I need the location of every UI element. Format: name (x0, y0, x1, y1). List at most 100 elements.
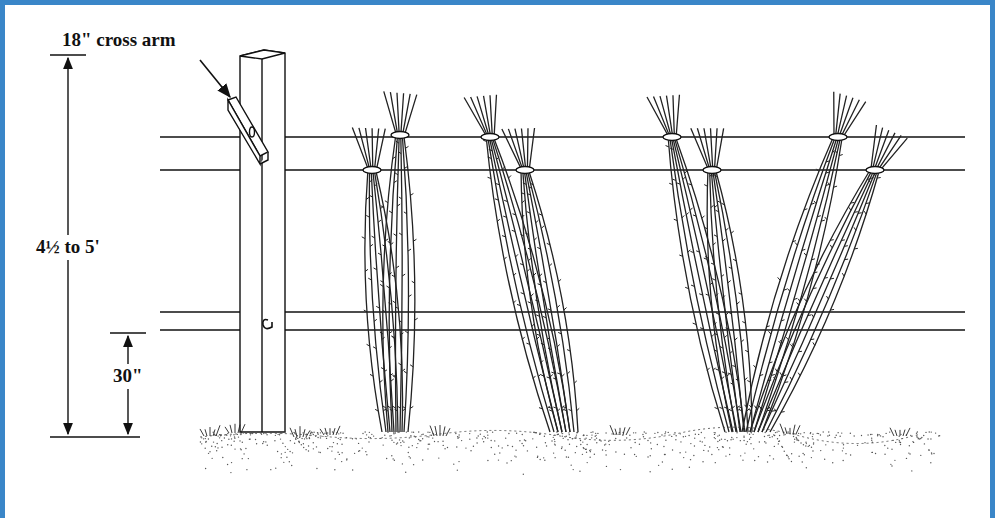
grass-blade (626, 427, 630, 435)
soil-dot (553, 437, 554, 438)
soil-dot (916, 435, 917, 436)
thorn (854, 211, 858, 213)
soil-dot (458, 434, 459, 435)
soil-dot (284, 452, 285, 453)
thorn (553, 378, 556, 379)
soil-dot (909, 445, 910, 446)
grass-blade (225, 427, 229, 433)
soil-dot (919, 438, 920, 439)
thorn (396, 266, 399, 268)
soil-dot (366, 454, 367, 455)
soil-dot (320, 452, 321, 453)
soil-dot (277, 434, 278, 435)
soil-dot (341, 452, 342, 453)
grass-blade (210, 427, 211, 436)
thorn (835, 150, 837, 153)
soil-dot (544, 460, 545, 461)
soil-dot (661, 434, 662, 435)
thorn (550, 374, 553, 376)
thorn (849, 207, 851, 210)
soil-dot (553, 452, 554, 453)
thorn (405, 331, 408, 333)
soil-dot (525, 440, 526, 441)
grass-blade (205, 429, 207, 436)
thorn (720, 346, 723, 348)
soil-dot (294, 432, 295, 433)
soil-dot (634, 454, 635, 455)
soil-dot (566, 436, 567, 437)
soil-dot (845, 453, 846, 454)
soil-dot (469, 438, 470, 439)
soil-dot (568, 432, 569, 433)
soil-dot (487, 434, 488, 435)
thorn (385, 201, 388, 203)
soil-dot (280, 457, 281, 458)
soil-dot (931, 452, 932, 453)
thorn (716, 369, 719, 370)
thorn (690, 208, 693, 211)
soil-dot (308, 445, 309, 446)
thorn (798, 351, 802, 353)
soil-dot (371, 434, 372, 435)
soil-dot (281, 432, 282, 433)
thorn (538, 374, 540, 377)
soil-dot (583, 448, 584, 449)
soil-dot (788, 458, 789, 459)
soil-dot (499, 452, 500, 453)
soil-dot (394, 460, 395, 461)
thorn (389, 331, 392, 333)
thorn (397, 204, 400, 206)
soil-dot (699, 440, 700, 441)
thorn (373, 347, 376, 349)
soil-dot (779, 435, 780, 436)
soil-dot (431, 435, 432, 436)
soil-dot (658, 465, 659, 466)
thorn (851, 202, 855, 204)
thorn (528, 258, 530, 261)
thorn (504, 200, 507, 201)
soil-dot (576, 434, 577, 435)
soil-dot (935, 432, 936, 433)
thorn (864, 211, 866, 214)
soil-dot (413, 464, 414, 465)
soil-dot (933, 453, 934, 454)
thorn (839, 155, 842, 156)
thorn (858, 212, 862, 214)
soil-dot (781, 446, 782, 447)
soil-dot (769, 455, 770, 456)
thorn (521, 293, 524, 294)
cane-tie (516, 167, 534, 174)
soil-dot (501, 447, 502, 448)
thorn (539, 274, 542, 276)
soil-dot (414, 436, 415, 437)
grass-blade (796, 425, 800, 434)
soil-dot (910, 435, 911, 436)
soil-dot (411, 431, 412, 432)
thorn (778, 277, 780, 280)
soil-dot (346, 437, 347, 438)
soil-dot (417, 443, 418, 444)
soil-dot (809, 445, 810, 446)
soil-dot (683, 457, 684, 458)
ground-soil (200, 424, 941, 475)
thorn (741, 340, 744, 342)
soil-dot (306, 438, 307, 439)
soil-dot (544, 435, 545, 436)
soil-dot (664, 454, 665, 455)
soil-dot (248, 458, 249, 459)
soil-dot (428, 436, 429, 437)
thorn (725, 313, 728, 315)
soil-dot (432, 437, 433, 438)
thorn (682, 215, 685, 218)
thorn (413, 239, 416, 241)
thorn (733, 259, 736, 261)
thorn (747, 381, 750, 383)
soil-dot (311, 432, 312, 433)
soil-dot (523, 474, 524, 475)
soil-dot (702, 441, 703, 442)
thorn (381, 206, 384, 208)
soil-dot (470, 450, 471, 451)
soil-dot (298, 441, 299, 442)
thorn (714, 323, 717, 325)
grass-blade (793, 425, 795, 434)
